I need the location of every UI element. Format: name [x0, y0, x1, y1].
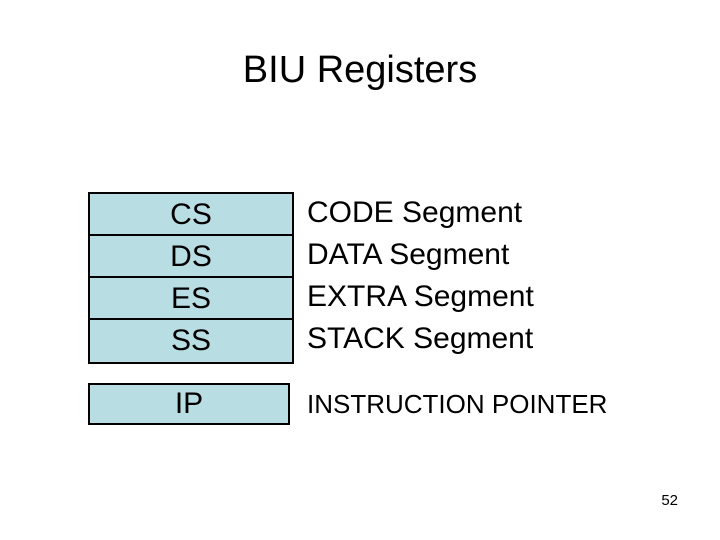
page-title: BIU Registers: [242, 49, 478, 91]
register-name-cs: CS: [170, 198, 212, 231]
table-row[interactable]: ES: [90, 278, 292, 320]
register-description-ds: DATA Segment: [307, 238, 510, 271]
register-description-cs: CODE Segment: [307, 196, 523, 229]
register-description-ip: INSTRUCTION POINTER: [307, 389, 608, 419]
register-name-ds: DS: [170, 240, 212, 273]
page-number: 52: [661, 492, 678, 509]
register-diagram: CS DS ES SS CODE Segment DATA Segment EX…: [88, 192, 720, 432]
table-row[interactable]: DS: [90, 236, 292, 278]
segment-register-table: CS DS ES SS: [88, 192, 294, 364]
register-name-ss: SS: [170, 324, 212, 357]
register-name-ip: IP: [174, 387, 204, 420]
register-description-es: EXTRA Segment: [307, 280, 534, 313]
register-name-es: ES: [170, 282, 212, 315]
instruction-pointer-box[interactable]: IP: [88, 383, 290, 425]
register-description-ss: STACK Segment: [307, 322, 534, 355]
table-row[interactable]: SS: [90, 320, 292, 362]
table-row[interactable]: CS: [90, 194, 292, 236]
